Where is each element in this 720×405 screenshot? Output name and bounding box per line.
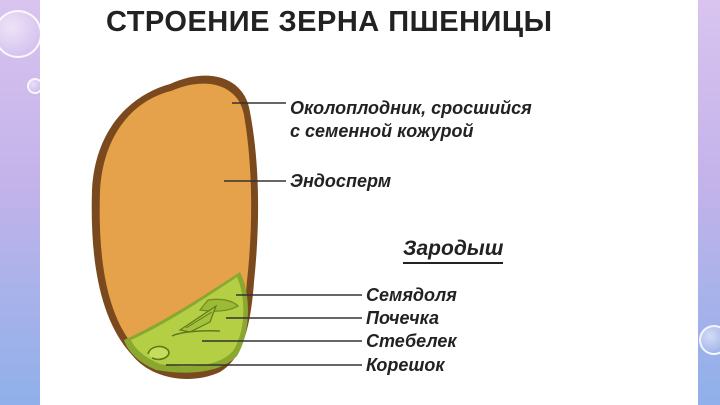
root-shape (147, 345, 170, 361)
bud-inner-line (185, 311, 213, 329)
label-pericarp-line2: с семенной кожурой (290, 121, 474, 141)
slide: СТРОЕНИЕ ЗЕРНА ПШЕНИЦЫ Околоплодник, сро… (40, 0, 698, 405)
bud-shape (178, 304, 218, 333)
label-bud: Почечка (366, 308, 439, 328)
decorative-bubble-right (699, 325, 720, 355)
stem-shape (171, 330, 221, 337)
label-cotyledon: Семядоля (366, 285, 457, 305)
label-pericarp-line1: Околоплодник, сросшийся (290, 98, 532, 118)
embryo-heading: Зародыш (403, 237, 504, 264)
label-root: Корешок (366, 355, 445, 375)
label-endosperm: Эндосперм (290, 171, 392, 191)
page-title: СТРОЕНИЕ ЗЕРНА ПШЕНИЦЫ (106, 6, 553, 38)
label-stem: Стебелек (366, 331, 457, 351)
decorative-bubble-large (0, 10, 42, 58)
wheat-grain-diagram (91, 75, 362, 379)
